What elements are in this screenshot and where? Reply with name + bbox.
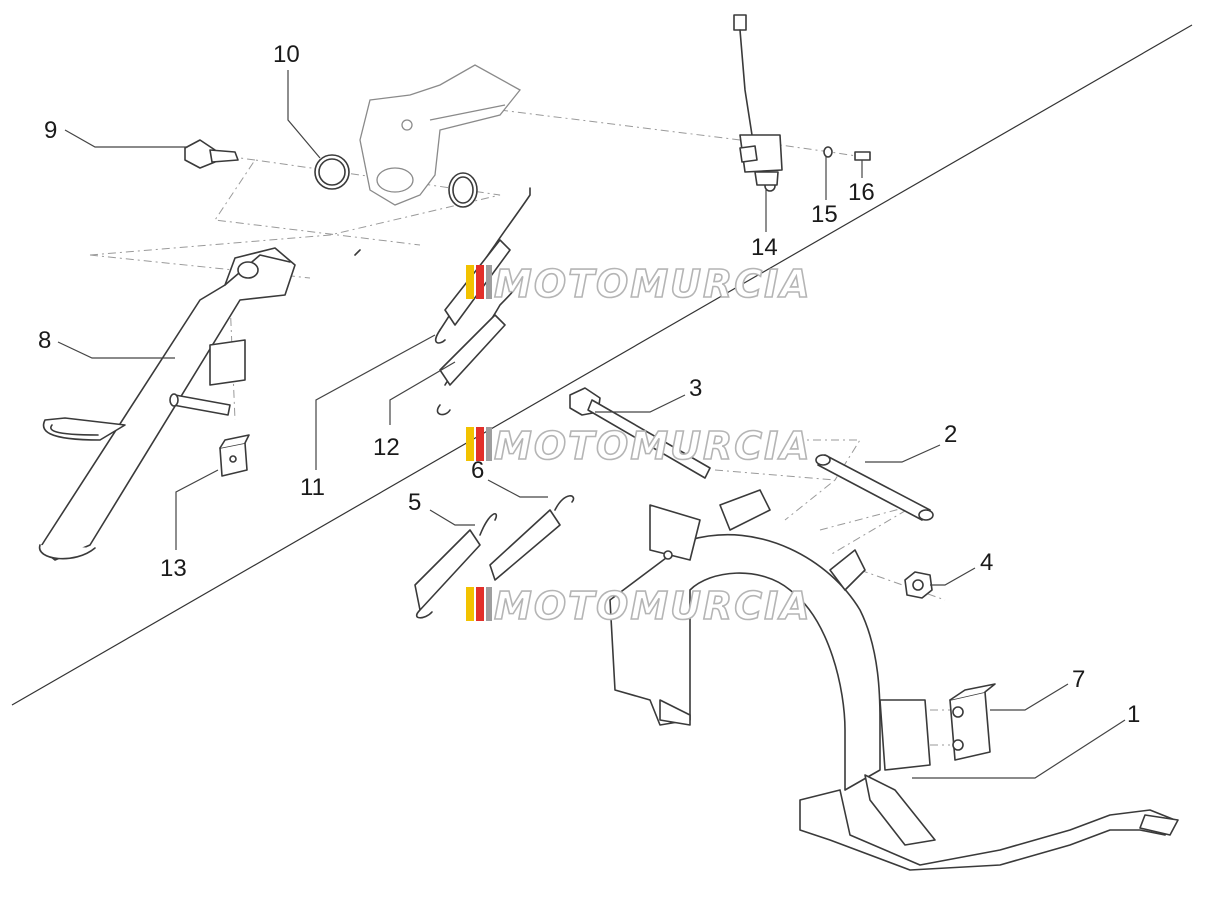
callout-label-8: 8 [38,327,51,354]
leader-2 [865,444,941,463]
rubber-block-part-13 [219,434,250,477]
watermark-flag-gray [486,265,492,299]
springs-part-5-6 [414,495,575,619]
callout-label-5: 5 [408,489,421,516]
callout-label-9: 9 [44,117,57,144]
callout-label-14: 14 [751,234,778,261]
leader-11 [315,334,436,470]
watermark-3: MOTOMURCIA [466,583,812,629]
callout-label-2: 2 [944,421,957,448]
leader-1 [912,719,1126,779]
watermark-flag-gray [486,587,492,621]
screw-part-16 [854,151,871,161]
leader-10 [287,70,321,159]
leader-6 [487,479,548,498]
callout-label-12: 12 [373,434,400,461]
callout-label-3: 3 [689,375,702,402]
leader-lines [57,70,1126,779]
watermark-text: MOTOMURCIA [494,424,812,468]
watermark-text: MOTOMURCIA [494,262,812,306]
watermark-text: MOTOMURCIA [494,584,812,628]
leader-8 [57,341,175,359]
callout-label-15: 15 [811,201,838,228]
section-divider-line [11,24,1193,706]
watermark-flag-yellow [466,587,474,621]
watermark-1: MOTOMURCIA [466,261,812,307]
leader-3 [595,394,686,413]
callout-label-11: 11 [300,474,325,501]
watermark-flag-red [476,587,484,621]
callout-label-4: 4 [980,549,993,576]
pin-part-2 [815,454,934,521]
callout-label-16: 16 [848,179,875,206]
leader-4 [930,567,976,586]
pin-bolt-part-3 [569,387,711,479]
callout-label-1: 1 [1127,701,1140,728]
frame-bracket [359,64,521,206]
watermark-flag-yellow [466,265,474,299]
callout-label-6: 6 [471,457,484,484]
rubber-block-part-7 [949,683,996,761]
callout-label-7: 7 [1072,666,1085,693]
sensor-part-14 [733,14,783,192]
callout-labels: 1 2 3 4 5 6 7 8 9 10 11 12 13 14 15 16 [38,41,1140,728]
washer-part-15 [823,146,833,158]
watermark-2: MOTOMURCIA [466,423,812,469]
leader-7 [990,683,1069,711]
callout-label-13: 13 [160,555,187,582]
o-rings-part-10 [314,154,478,208]
bolt-part-9 [184,139,239,169]
watermark-flag-red [476,427,484,461]
nut-part-4 [904,571,933,599]
watermark-flag-red [476,265,484,299]
watermark-flag-yellow [466,427,474,461]
leader-13 [175,469,219,550]
leader-9 [64,129,188,148]
leader-5 [429,509,475,526]
centre-stand-part-1 [609,489,1179,871]
callout-label-10: 10 [273,41,300,68]
side-stand-part-8 [38,247,296,561]
watermark-flag-gray [486,427,492,461]
leader-12 [389,361,456,425]
